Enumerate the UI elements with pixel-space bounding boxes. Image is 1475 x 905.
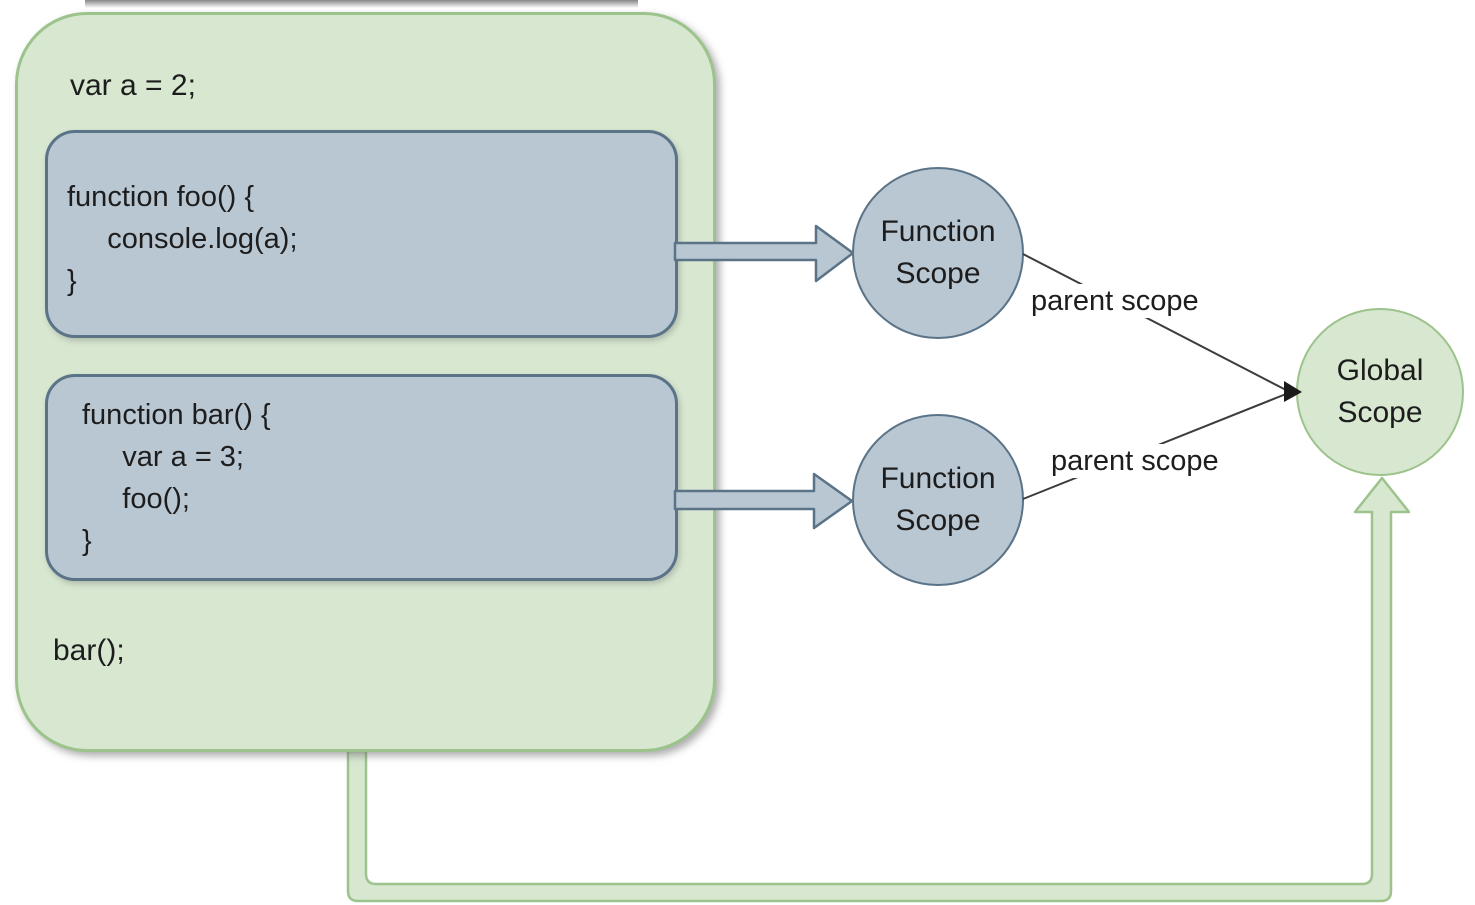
- bar-function-box: function bar() { var a = 3; foo(); }: [45, 374, 678, 581]
- global-code-top: var a = 2;: [70, 69, 196, 102]
- code-line: foo();: [82, 483, 190, 515]
- code-line: console.log(a);: [67, 223, 298, 255]
- parent-scope-label-top: parent scope: [1026, 284, 1204, 318]
- parent-scope-line-top: [1022, 253, 1287, 391]
- foo-function-box: function foo() { console.log(a); }: [45, 130, 678, 338]
- global-scope-node: Global Scope: [1296, 308, 1464, 476]
- function-scope-node-bottom: Function Scope: [852, 414, 1024, 586]
- code-line: }: [82, 525, 92, 557]
- function-scope-node-top: Function Scope: [852, 167, 1024, 339]
- global-code-bottom: bar();: [53, 634, 125, 667]
- code-line: }: [67, 265, 77, 297]
- code-line: function bar() {: [82, 399, 271, 431]
- parent-scope-label-bottom: parent scope: [1046, 444, 1224, 478]
- box-top-shadow: [85, 0, 638, 8]
- code-line: function foo() {: [67, 181, 254, 213]
- code-line: var a = 3;: [82, 441, 244, 473]
